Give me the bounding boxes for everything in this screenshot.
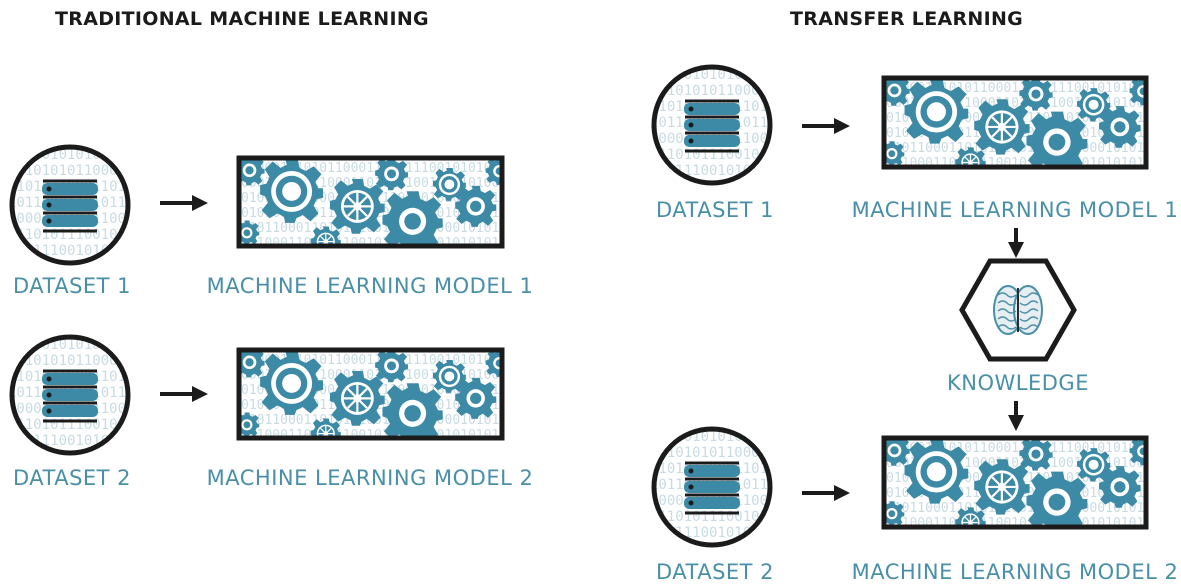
tl-model-2-box: 0100010101011000110101110010101010001010… (881, 435, 1181, 531)
svg-text:011000110101110010101010001010: 0110001101011100101010100010101011000110 (886, 156, 1181, 171)
knowledge-label: KNOWLEDGE (947, 371, 1089, 395)
svg-text:00101010110001: 00101010110001 (8, 163, 126, 179)
tl-dataset-2-icon: 0100010101011000101010110001010101100011… (650, 426, 773, 548)
svg-text:01101011100101: 01101011100101 (650, 509, 768, 525)
svg-text:00101010110001: 00101010110001 (8, 353, 126, 369)
trad-arrow-2 (158, 384, 210, 404)
svg-text:00101010110001: 00101010110001 (650, 83, 768, 99)
trad-model-1-label: MACHINE LEARNING MODEL 1 (206, 274, 534, 298)
tl-model-1-box: 0100010101011000110101110010101010001010… (881, 75, 1181, 171)
trad-arrow-1 (158, 193, 210, 213)
tl-model-1-label: MACHINE LEARNING MODEL 1 (851, 198, 1179, 222)
tl-dataset-1-icon: 0100010101011000101010110001010101100011… (650, 64, 773, 186)
trad-dataset-1-icon: 0100010101011000101010110001010101100011… (8, 144, 131, 266)
knowledge-arrow-in (1006, 226, 1026, 260)
trad-dataset-2-icon: 0100010101011000101010110001010101100011… (8, 334, 131, 456)
brain-icon (993, 285, 1043, 335)
trad-model-2-label: MACHINE LEARNING MODEL 2 (206, 466, 534, 490)
tl-arrow-1 (800, 116, 852, 136)
svg-text:01101011100101: 01101011100101 (650, 147, 768, 163)
svg-text:00101010110001: 00101010110001 (650, 445, 768, 461)
svg-text:011000110101110010101010001010: 0110001101011100101010100010101011000110 (241, 428, 554, 443)
knowledge-hexagon (959, 258, 1077, 362)
svg-text:01101011100101: 01101011100101 (8, 417, 126, 433)
transfer-title: TRANSFER LEARNING (790, 8, 1024, 30)
trad-dataset-1-label: DATASET 1 (12, 274, 132, 298)
tl-model-2-label: MACHINE LEARNING MODEL 2 (851, 560, 1179, 584)
svg-text:011000110101110010101010001010: 0110001101011100101010100010101011000110 (886, 516, 1181, 531)
trad-model-1-box: 0100010101011000110101110010101010001010… (236, 155, 554, 251)
tl-dataset-1-label: DATASET 1 (655, 198, 775, 222)
traditional-title: TRADITIONAL MACHINE LEARNING (55, 8, 429, 30)
tl-arrow-2 (800, 483, 852, 503)
tl-dataset-2-label: DATASET 2 (655, 560, 775, 584)
knowledge-arrow-out (1006, 399, 1026, 433)
trad-dataset-2-label: DATASET 2 (12, 466, 132, 490)
svg-text:011000110101110010101010001010: 0110001101011100101010100010101011000110 (241, 236, 554, 251)
trad-model-2-box: 0100010101011000110101110010101010001010… (236, 347, 554, 443)
svg-text:01101011100101: 01101011100101 (8, 227, 126, 243)
